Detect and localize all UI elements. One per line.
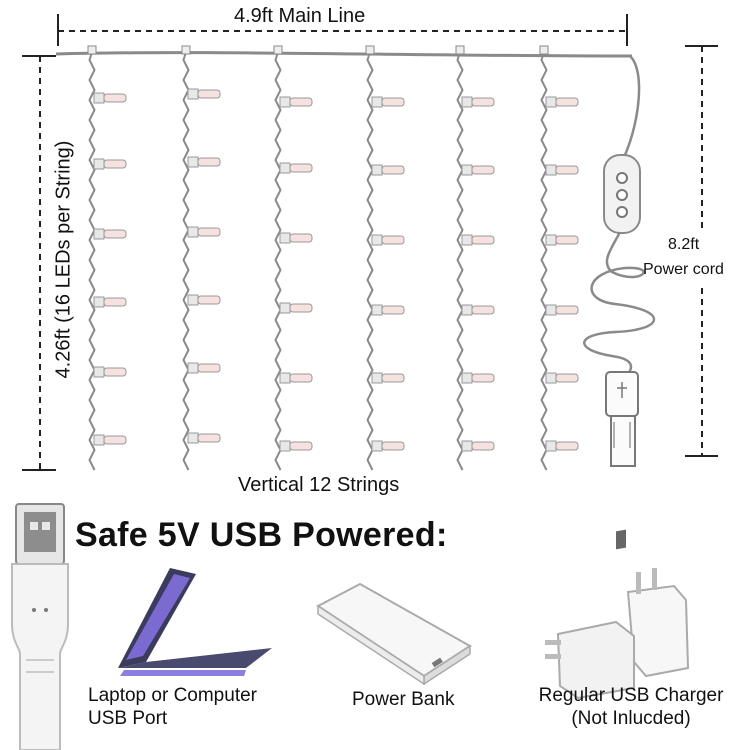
- light-string: [455, 45, 495, 471]
- led-bulb-icon: [279, 96, 313, 108]
- usb-charger-icon: [545, 529, 690, 700]
- height-dimension: [22, 55, 56, 471]
- led-bulb-icon: [187, 294, 221, 306]
- controller-icon: [603, 154, 641, 234]
- power-bank-option: Power Bank: [352, 688, 454, 711]
- led-bulb-icon: [187, 362, 221, 374]
- led-bulb-icon: [461, 304, 495, 316]
- usb-charger-option-line2: (Not Inlucded): [571, 708, 691, 729]
- usb-charger-option: Regular USB Charger (Not Inlucded): [524, 684, 738, 730]
- power-cord-length-label: 8.2ft: [668, 236, 700, 253]
- led-bulb-icon: [187, 88, 221, 100]
- power-cord-label: Power cord: [643, 261, 724, 278]
- power-bank-icon: [316, 582, 472, 686]
- led-bulb-icon: [279, 232, 313, 244]
- strings-count-label: Vertical 12 Strings: [238, 474, 400, 496]
- light-string: [87, 45, 127, 471]
- led-bulb-icon: [187, 156, 221, 168]
- light-string: [181, 45, 221, 471]
- usb-charger-option-line1: Regular USB Charger: [538, 685, 724, 706]
- light-string: [539, 45, 579, 471]
- power-bank-option-line1: Power Bank: [352, 689, 455, 710]
- led-bulb-icon: [93, 434, 127, 446]
- led-bulb-icon: [93, 296, 127, 308]
- led-bulb-icon: [279, 372, 313, 384]
- laptop-option-line2: USB Port: [88, 708, 168, 729]
- led-bulb-icon: [545, 372, 579, 384]
- usb-power-headline: Safe 5V USB Powered:: [75, 516, 448, 554]
- led-bulb-icon: [371, 304, 405, 316]
- main-line-length-label: 4.9ft Main Line: [228, 5, 372, 28]
- led-bulb-icon: [187, 432, 221, 444]
- led-bulb-icon: [461, 234, 495, 246]
- led-bulb-icon: [545, 440, 579, 452]
- laptop-option-line1: Laptop or Computer: [88, 685, 257, 706]
- led-bulb-icon: [93, 228, 127, 240]
- led-bulb-icon: [93, 158, 127, 170]
- light-string: [273, 45, 313, 471]
- height-label: 4.26ft (16 LEDs per String): [52, 140, 75, 379]
- led-bulb-icon: [371, 440, 405, 452]
- power-cord-dimension: [685, 45, 718, 457]
- led-bulb-icon: [461, 372, 495, 384]
- laptop-icon: [118, 568, 272, 676]
- led-bulb-icon: [461, 96, 495, 108]
- light-strings: [87, 45, 579, 471]
- led-bulb-icon: [545, 234, 579, 246]
- power-cord: [583, 55, 656, 383]
- led-bulb-icon: [279, 440, 313, 452]
- led-bulb-icon: [371, 372, 405, 384]
- laptop-option: Laptop or Computer USB Port: [88, 684, 257, 730]
- led-bulb-icon: [371, 164, 405, 176]
- light-string: [365, 45, 405, 471]
- led-bulb-icon: [545, 96, 579, 108]
- led-bulb-icon: [279, 162, 313, 174]
- usb-plug-small-icon: [605, 371, 639, 467]
- led-bulb-icon: [545, 304, 579, 316]
- led-bulb-icon: [371, 234, 405, 246]
- led-bulb-icon: [93, 92, 127, 104]
- led-bulb-icon: [279, 302, 313, 314]
- led-bulb-icon: [371, 96, 405, 108]
- led-bulb-icon: [545, 164, 579, 176]
- main-line-dimension: [57, 14, 628, 46]
- led-bulb-icon: [461, 440, 495, 452]
- led-bulb-icon: [187, 226, 221, 238]
- led-bulb-icon: [93, 366, 127, 378]
- led-bulb-icon: [461, 164, 495, 176]
- usb-plug-icon: [11, 503, 69, 750]
